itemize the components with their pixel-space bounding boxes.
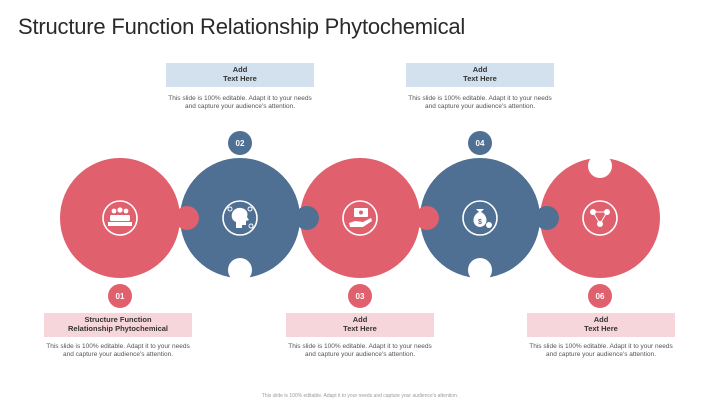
step-5-circle [540,158,660,278]
connector-tab-3 [415,206,439,230]
step-1-label-line1: Structure Function [84,315,152,325]
page-title: Structure Function Relationship Phytoche… [18,14,466,39]
notch-5 [588,154,612,178]
step-6-label: Add Text Here [527,313,675,337]
money-bag-icon: $ [462,200,498,236]
svg-text:$: $ [478,219,482,226]
connector-tab-4 [535,206,559,230]
badge-5 [588,284,612,308]
people-group-icon [102,200,138,236]
connector-tab-1 [175,206,199,230]
step-3-label-line1: Add [352,315,368,325]
step-1-label-line2: Relationship Phytochemical [67,324,169,333]
step-3-label-line2: Text Here [343,324,377,333]
notch-4 [468,258,492,282]
step-4-description: This slide is 100% editable. Adapt it to… [408,95,552,111]
footer-note: This slide is 100% editable. Adapt it to… [261,393,459,399]
step-3-description: This slide is 100% editable. Adapt it to… [288,343,432,359]
badge-2 [228,131,252,155]
step-6-label-line1: Add [593,315,609,325]
step-4-label: Add Text Here [406,63,554,87]
badge-1-number: 01 [116,292,125,301]
step-3-label: Add Text Here [286,313,434,337]
badge-1 [108,284,132,308]
step-4-label-line1: Add [472,65,488,75]
hand-money-icon [342,200,378,236]
step-2-description: This slide is 100% editable. Adapt it to… [168,95,312,111]
connector-tab-2 [295,206,319,230]
step-1-description: This slide is 100% editable. Adapt it to… [46,343,190,359]
step-2-label-line1: Add [232,65,248,75]
step-6-label-line2: Text Here [584,324,618,333]
step-4-label-line2: Text Here [463,74,497,83]
network-nodes-icon [582,200,618,236]
step-2-label-line2: Text Here [223,74,257,83]
step-1-label: Structure Function Relationship Phytoche… [44,313,192,337]
head-gears-icon [222,200,258,236]
badge-5-number: 06 [596,292,605,301]
step-2-label: Add Text Here [166,63,314,87]
badge-3-number: 03 [356,292,365,301]
badge-2-number: 02 [236,139,245,148]
step-6-description: This slide is 100% editable. Adapt it to… [529,343,673,359]
badge-3 [348,284,372,308]
badge-4 [468,131,492,155]
badge-4-number: 04 [476,139,485,148]
step-3-circle [300,158,420,278]
notch-2 [228,258,252,282]
